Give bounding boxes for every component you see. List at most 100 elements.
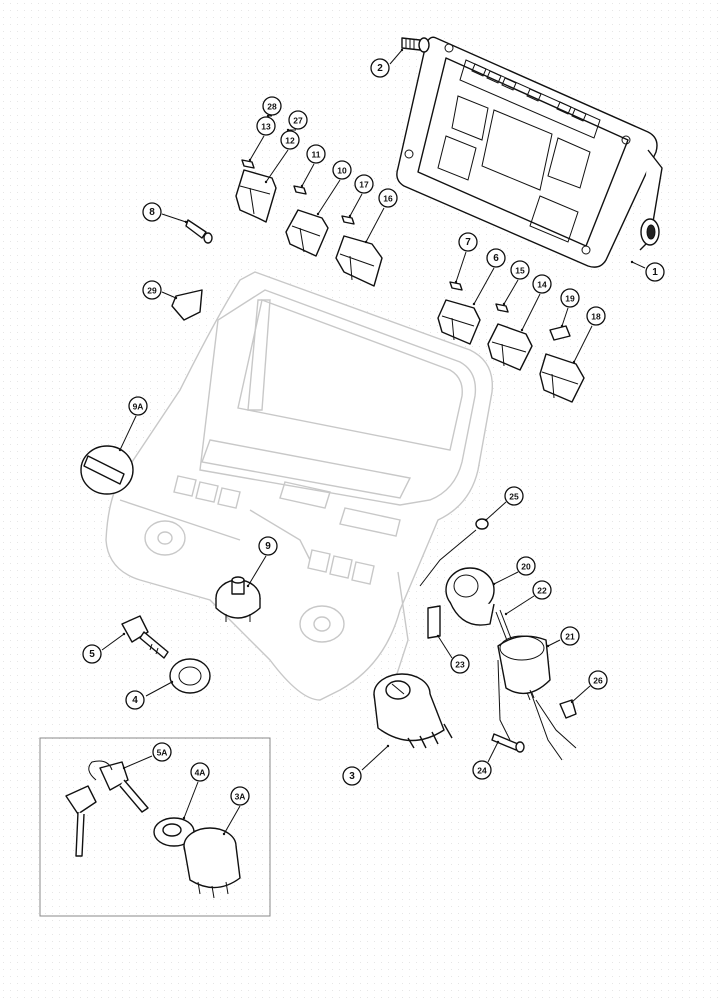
leader-tip-9a <box>118 448 122 452</box>
callout-label-8: 8 <box>149 207 155 218</box>
callout-bubble-20 <box>516 556 536 576</box>
callout-label-2: 2 <box>377 63 383 74</box>
leader-line-5 <box>101 633 125 651</box>
leader-tip-4 <box>170 680 174 684</box>
leader-line-2 <box>389 49 403 65</box>
callout-label-4: 4 <box>132 695 138 706</box>
leader-tip-15 <box>502 302 506 306</box>
leader-tip-6 <box>472 302 476 306</box>
callout-16: 16 <box>364 188 398 244</box>
leader-tip-5a <box>122 766 126 770</box>
callout-label-7: 7 <box>465 237 471 248</box>
inset-keys <box>65 760 149 857</box>
callout-bubble-27 <box>288 110 308 130</box>
leader-line-18 <box>573 325 593 363</box>
callout-22: 22 <box>504 580 552 616</box>
leader-line-29 <box>161 291 177 299</box>
inset-ignition <box>153 817 241 899</box>
leader-tip-23 <box>436 634 440 638</box>
callout-bubble-7 <box>458 232 478 252</box>
callout-3a: 3A <box>222 786 250 836</box>
leader-tip-16 <box>364 240 368 244</box>
bracket <box>427 605 441 639</box>
callout-label-24: 24 <box>477 766 487 776</box>
callout-label-23: 23 <box>455 660 465 670</box>
callout-15: 15 <box>502 260 530 306</box>
callout-label-3: 3 <box>349 771 355 782</box>
callout-20: 20 <box>492 556 536 586</box>
callout-label-20: 20 <box>521 562 531 572</box>
callout-14: 14 <box>520 274 552 332</box>
callout-bubble-13 <box>256 116 276 136</box>
callout-29: 29 <box>142 280 178 300</box>
screw-24 <box>491 733 525 753</box>
callout-label-11: 11 <box>312 150 321 160</box>
leader-line-7 <box>455 251 467 283</box>
leader-tip-8 <box>184 220 188 224</box>
callout-label-9: 9 <box>265 541 271 552</box>
callout-23: 23 <box>436 634 470 674</box>
leader-tip-9 <box>246 584 250 588</box>
ignition-switch <box>373 673 453 749</box>
callout-label-27: 27 <box>293 116 303 126</box>
leader-tip-12 <box>264 180 268 184</box>
callout-label-6: 6 <box>493 253 499 264</box>
callout-bubble-18 <box>586 306 606 326</box>
nut-wire <box>419 518 489 587</box>
rocker-switches-lower <box>437 281 585 403</box>
callout-10: 10 <box>316 160 352 216</box>
callout-2: 2 <box>370 48 404 78</box>
callout-bubble-25 <box>504 486 524 506</box>
callout-bubble-29 <box>142 280 162 300</box>
inset-frame <box>39 737 271 917</box>
leader-tip-26 <box>570 700 574 704</box>
callout-bubble-24 <box>472 760 492 780</box>
rotary-switch <box>215 576 261 622</box>
callout-label-14: 14 <box>537 280 547 290</box>
leader-tip-3a <box>222 832 226 836</box>
callout-5: 5 <box>82 632 126 664</box>
leader-tip-7 <box>454 280 458 284</box>
callout-bubble-2 <box>370 58 390 78</box>
callout-label-26: 26 <box>593 676 603 686</box>
callout-bubble-4 <box>125 690 145 710</box>
blanking-plate <box>171 289 203 321</box>
leader-tip-1 <box>630 260 634 264</box>
clip <box>559 699 577 719</box>
callout-label-13: 13 <box>261 122 271 132</box>
callout-26: 26 <box>570 670 608 704</box>
callout-9a: 9A <box>118 396 148 452</box>
leader-line-17 <box>349 193 363 217</box>
leader-tip-22 <box>504 612 508 616</box>
callout-bubble-5a <box>152 742 172 762</box>
leader-line-9 <box>247 555 267 587</box>
callout-bubble-26 <box>588 670 608 690</box>
leader-tip-14 <box>520 328 524 332</box>
callout-8: 8 <box>142 202 188 224</box>
leader-line-15 <box>503 279 519 305</box>
leader-line-20 <box>493 571 519 585</box>
callout-6: 6 <box>472 248 506 306</box>
hourmeter-gauge <box>445 567 577 761</box>
leader-line-6 <box>473 267 495 305</box>
callout-27: 27 <box>286 110 308 132</box>
leader-line-23 <box>437 635 453 659</box>
callout-bubble-22 <box>532 580 552 600</box>
callout-9: 9 <box>246 536 278 588</box>
callout-label-10: 10 <box>337 166 347 176</box>
leader-line-16 <box>365 207 385 243</box>
callout-bubble-1 <box>645 262 665 282</box>
bulb <box>185 219 213 244</box>
callout-bubble-6 <box>486 248 506 268</box>
leader-line-1 <box>631 261 646 269</box>
callout-21: 21 <box>546 626 580 648</box>
callout-18: 18 <box>572 306 606 364</box>
callout-label-16: 16 <box>383 194 393 204</box>
leader-line-24 <box>487 741 499 763</box>
callout-12: 12 <box>264 130 300 184</box>
callout-1: 1 <box>630 260 665 282</box>
key <box>121 615 169 659</box>
leader-tip-18 <box>572 360 576 364</box>
